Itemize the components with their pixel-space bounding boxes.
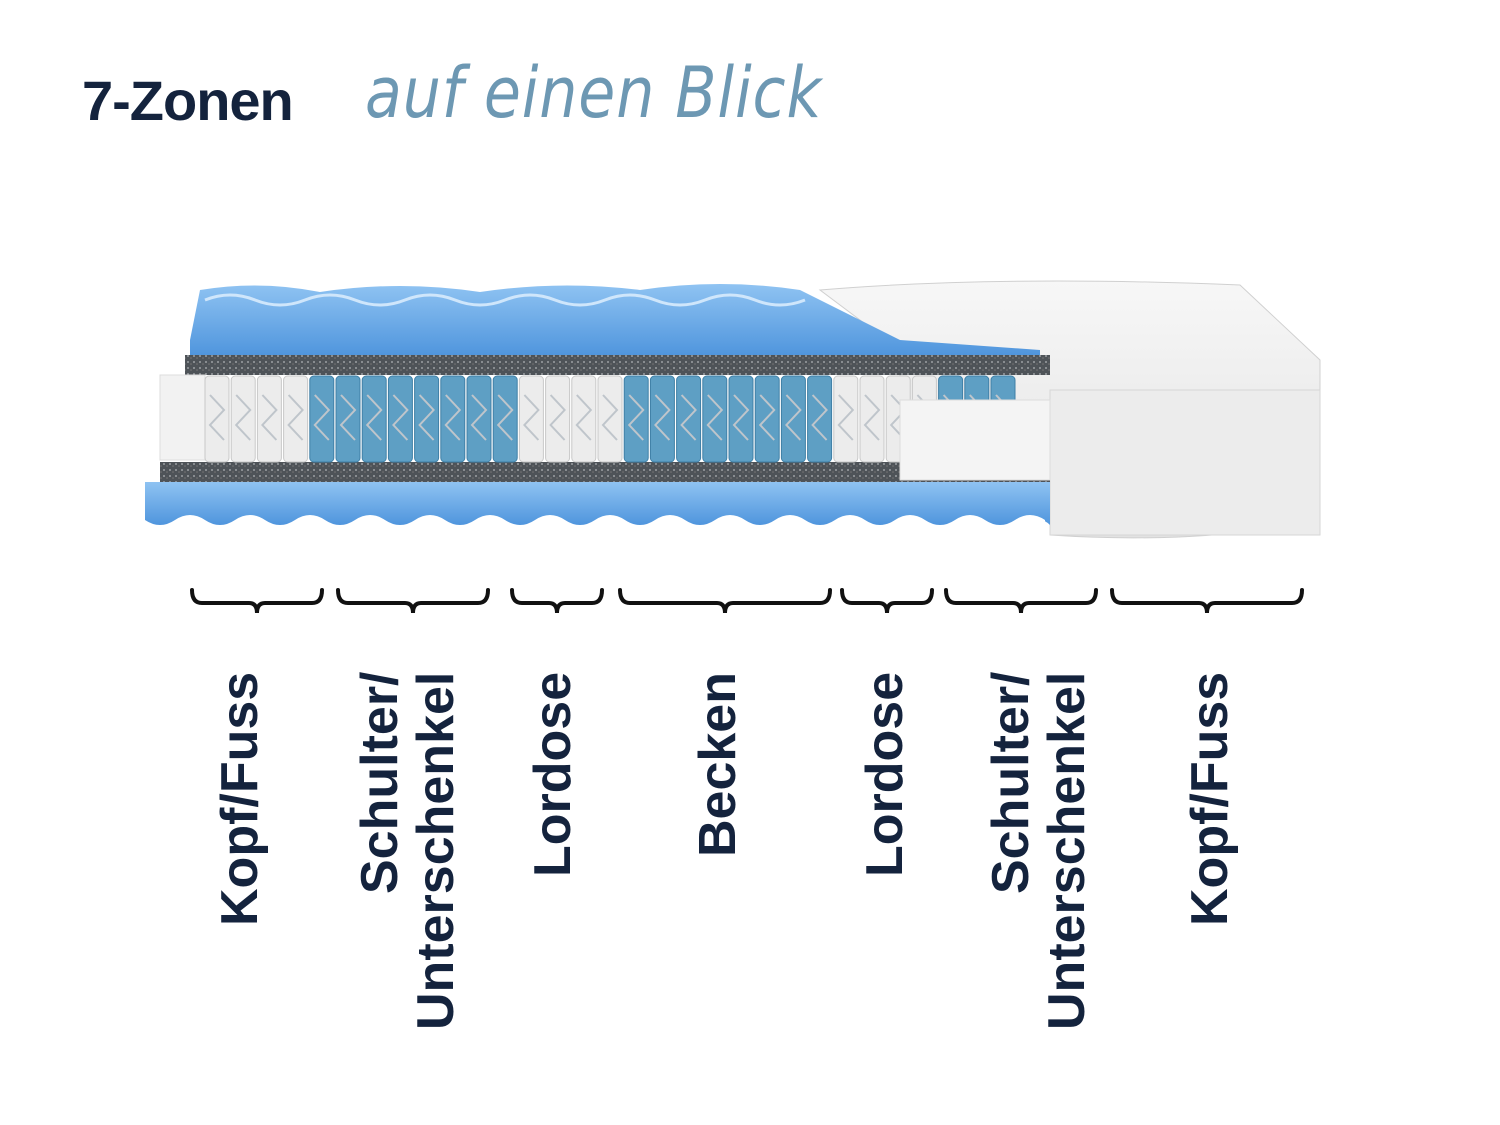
pocket-spring [545,375,571,463]
pocket-spring [571,375,597,463]
zone-label-line: Unterschenkel [1038,672,1096,1031]
title: 7-Zonen [82,69,294,132]
pocket-spring [466,375,492,463]
zone-label-line: Lordose [856,672,914,878]
pocket-spring [597,375,623,463]
felt-layer-top [185,355,1050,375]
zone-brace [190,588,324,614]
side-foam-left [159,374,206,461]
zone-brace [336,588,490,614]
zone-brace [510,588,604,614]
zone-brace [1110,588,1304,614]
zone-label-schulter-right: Schulter/Unterschenkel [982,672,1096,1062]
zone-label-kopf-fuss-right: Kopf/Fuss [1181,672,1239,1062]
zone-label-lordose-right: Lordose [856,672,914,1062]
pocket-springs [204,375,1016,463]
pocket-spring [414,375,440,463]
pocket-spring [309,375,335,463]
pocket-spring [859,375,885,463]
cover-side [1049,389,1321,536]
pocket-spring [518,375,544,463]
pocket-spring [754,375,780,463]
zone-label-line: Schulter/ [982,672,1040,895]
pocket-spring [728,375,754,463]
pocket-spring [702,375,728,463]
zone-label-kopf-fuss-left: Kopf/Fuss [211,672,269,1062]
zone-label-lordose-left: Lordose [524,672,582,1062]
zone-label-becken: Becken [689,672,747,1062]
pocket-spring [387,375,413,463]
pocket-spring [230,375,256,463]
zone-brace [840,588,934,614]
pocket-spring [440,375,466,463]
pocket-spring [283,375,309,463]
felt-layer-bottom [160,462,1050,482]
pocket-spring [256,375,282,463]
pocket-spring [833,375,859,463]
pocket-spring [361,375,387,463]
zone-label-schulter-left: Schulter/Unterschenkel [351,672,465,1062]
pocket-spring [780,375,806,463]
zone-label-line: Kopf/Fuss [1181,672,1239,927]
zone-label-line: Lordose [524,672,582,878]
pocket-spring [335,375,361,463]
zone-label-line: Schulter/ [351,672,409,895]
zone-brace [618,588,832,614]
pocket-spring [492,375,518,463]
side-foam-right [899,399,1051,481]
bottom-foam-layer [145,482,1050,525]
pocket-spring [623,375,649,463]
zone-label-line: Becken [689,672,747,857]
zone-brace [944,588,1098,614]
zone-label-line: Kopf/Fuss [211,672,269,927]
zone-label-line: Unterschenkel [407,672,465,1031]
pocket-spring [649,375,675,463]
pocket-spring [807,375,833,463]
pocket-spring [204,375,230,463]
subtitle: auf einen Blick [365,52,823,134]
pocket-spring [676,375,702,463]
